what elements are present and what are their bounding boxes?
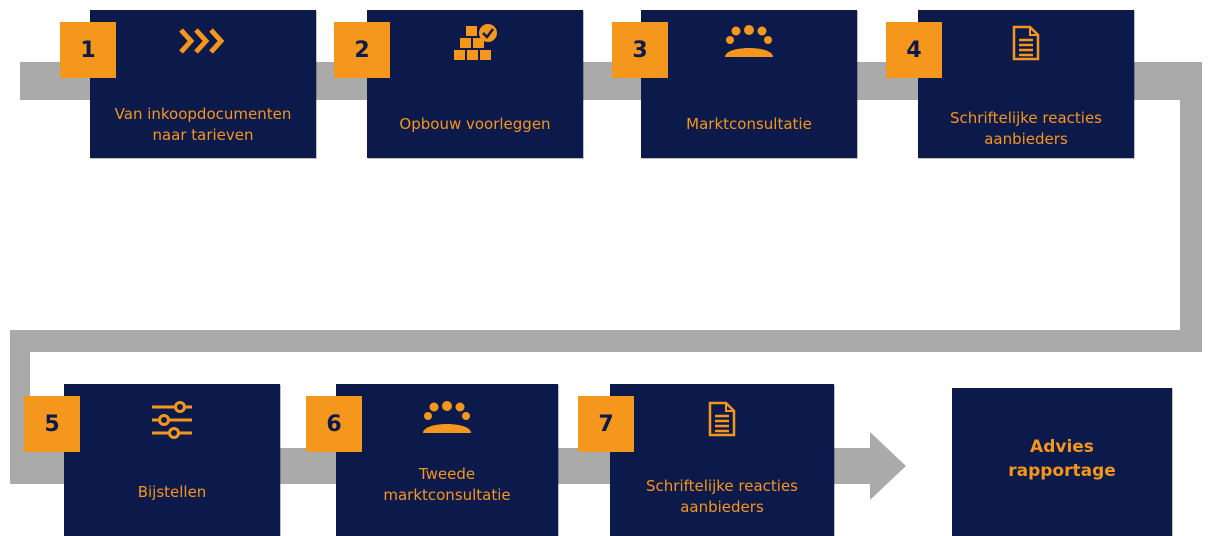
step-6-number: 6: [306, 396, 362, 452]
step-7-box: Schriftelijke reacties aanbieders: [610, 384, 834, 536]
step-4-box: Schriftelijke reacties aanbieders: [918, 10, 1134, 158]
final-advice-box: Advies rapportage: [952, 388, 1172, 536]
people-group-icon: [419, 398, 475, 438]
step-3-box: Marktconsultatie: [641, 10, 857, 158]
step-5-box: Bijstellen: [64, 384, 280, 536]
step-4-number: 4: [886, 22, 942, 78]
step-1-label: Van inkoopdocumenten naar tarieven: [114, 105, 292, 144]
step-2-label: Opbouw voorleggen: [399, 114, 551, 133]
step-7-number: 7: [578, 396, 634, 452]
step-1-number: 1: [60, 22, 116, 78]
step-7-label: Schriftelijke reacties aanbieders: [646, 477, 798, 516]
step-3-number: 3: [612, 22, 668, 78]
step-2-number: 2: [334, 22, 390, 78]
step-6-label: Tweede marktconsultatie: [383, 465, 511, 504]
step-1-box: Van inkoopdocumenten naar tarieven: [90, 10, 316, 158]
step-3-label: Marktconsultatie: [686, 114, 812, 133]
step-6-box: Tweede marktconsultatie: [336, 384, 558, 536]
chevrons-right-icon: [173, 24, 233, 58]
final-advice-label: Advies rapportage: [1008, 437, 1116, 481]
step-2-box: Opbouw voorleggen: [367, 10, 583, 158]
step-5-label: Bijstellen: [137, 482, 207, 501]
people-group-icon: [721, 22, 777, 62]
boxes-check-icon: [447, 20, 503, 64]
document-icon: [1006, 20, 1046, 66]
sliders-icon: [148, 398, 196, 442]
step-5-number: 5: [24, 396, 80, 452]
document-icon: [702, 396, 742, 442]
step-4-label: Schriftelijke reacties aanbieders: [950, 109, 1102, 148]
